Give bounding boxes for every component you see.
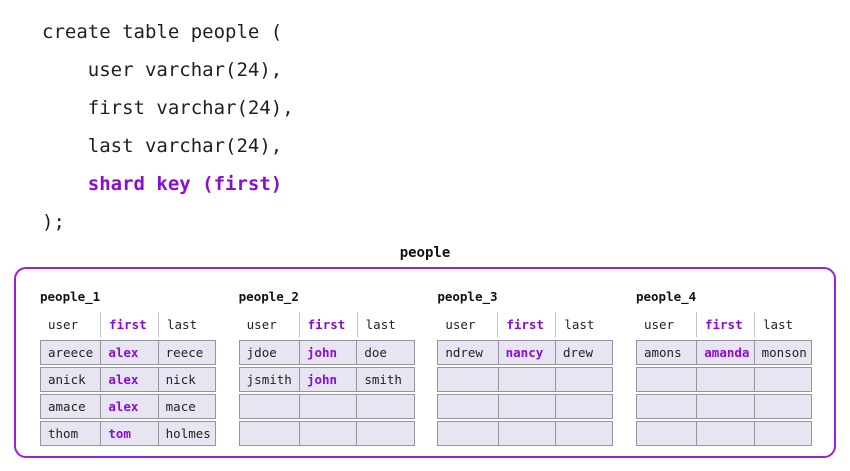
- table-cell: nancy: [497, 341, 555, 364]
- table-cell: [696, 422, 753, 445]
- table-cell: [240, 422, 299, 445]
- table-row: [437, 421, 614, 446]
- table-cell: anick: [48, 372, 86, 387]
- table-row: [238, 421, 415, 446]
- table-cell: holmes: [157, 422, 215, 445]
- table-cell: [554, 395, 612, 418]
- table-row: [635, 421, 812, 446]
- column-header-first: first: [100, 312, 158, 337]
- table-cell: amanda: [696, 341, 753, 364]
- table-cell: doe: [356, 341, 413, 364]
- table-cell: [497, 368, 555, 391]
- table-cell: [753, 422, 811, 445]
- table-cell: amace: [48, 399, 86, 414]
- table-cell: alex: [100, 395, 157, 418]
- shard-table-name: people_4: [635, 289, 697, 304]
- table-cell: amons: [643, 345, 682, 360]
- table-cell: [637, 422, 696, 445]
- table-cell: [298, 422, 356, 445]
- table-cell: monson: [753, 341, 811, 364]
- table-cell: [356, 395, 413, 418]
- shard-table-name: people_2: [238, 289, 299, 304]
- column-header-user: user: [643, 317, 675, 332]
- table-cell: thom: [48, 426, 79, 441]
- table-cell: [438, 368, 497, 391]
- code-block: create table people ( user varchar(24), …: [42, 13, 294, 241]
- column-header-user: user: [48, 317, 79, 332]
- table-cell: reece: [157, 341, 215, 364]
- table-cell: [438, 422, 497, 445]
- column-header-user: user: [445, 317, 476, 332]
- table-row: [238, 394, 415, 419]
- column-header-last: last: [555, 312, 613, 337]
- table-row: [635, 394, 812, 419]
- table-cell: [298, 395, 356, 418]
- table-cell: areece: [48, 345, 94, 360]
- table-cell: [696, 395, 753, 418]
- code-line: create table people (: [42, 21, 283, 43]
- code-line: shard key (first): [42, 173, 283, 195]
- diagram-title: people: [399, 245, 451, 261]
- table-cell: alex: [100, 341, 157, 364]
- column-header-last: last: [753, 312, 812, 337]
- table-cell: [637, 395, 696, 418]
- table-cell: tom: [100, 422, 157, 445]
- table-cell: [554, 368, 612, 391]
- table-cell: [497, 395, 555, 418]
- table-cell: [637, 368, 696, 391]
- table-row: [437, 367, 614, 392]
- column-header-last: last: [356, 312, 415, 337]
- table-cell: mace: [157, 395, 215, 418]
- code-line: user varchar(24),: [42, 59, 283, 81]
- column-header-first: first: [298, 312, 357, 337]
- shard-table-name: people_1: [40, 289, 101, 304]
- table-cell: [753, 368, 811, 391]
- table-row: [635, 367, 812, 392]
- table-cell: [240, 395, 299, 418]
- code-line: );: [42, 211, 65, 233]
- table-cell: nick: [157, 368, 215, 391]
- table-row: [437, 394, 614, 419]
- table-cell: [497, 422, 555, 445]
- code-line: last varchar(24),: [42, 135, 283, 157]
- column-header-last: last: [158, 312, 216, 337]
- table-cell: alex: [100, 368, 157, 391]
- table-cell: [356, 422, 413, 445]
- shard-table-name: people_3: [437, 289, 498, 304]
- code-line: first varchar(24),: [42, 97, 294, 119]
- column-header-first: first: [497, 312, 555, 337]
- table-cell: smith: [356, 368, 413, 391]
- table-cell: [438, 395, 497, 418]
- table-cell: ndrew: [445, 345, 483, 360]
- column-header-first: first: [695, 312, 754, 337]
- table-cell: drew: [554, 341, 612, 364]
- table-cell: [753, 395, 811, 418]
- table-cell: john: [298, 341, 356, 364]
- table-cell: [554, 422, 612, 445]
- table-cell: jsmith: [246, 372, 292, 387]
- table-cell: jdoe: [246, 345, 277, 360]
- table-cell: john: [298, 368, 356, 391]
- column-header-user: user: [246, 317, 277, 332]
- table-cell: [696, 368, 753, 391]
